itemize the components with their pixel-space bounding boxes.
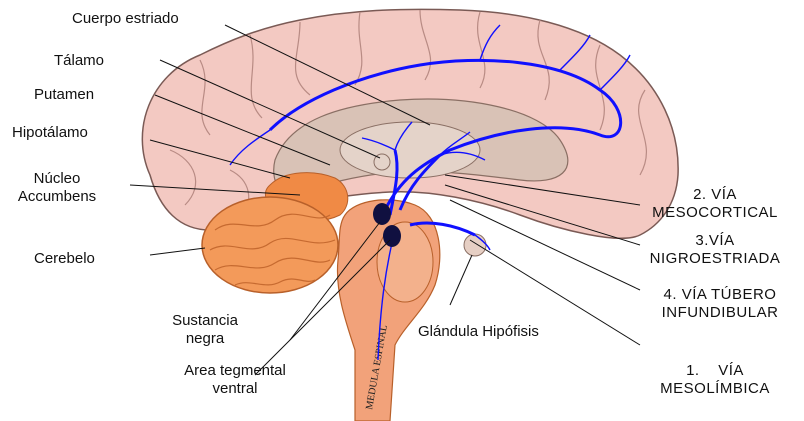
label-cuerpo-estriado: Cuerpo estriado [72, 10, 179, 28]
via1-line2: MESOLÍMBICA [640, 380, 790, 398]
label-sustancia-negra: Sustancia negra [160, 312, 250, 348]
label-talamo: Tálamo [54, 52, 104, 70]
label-sustancia-line1: Sustancia [160, 312, 250, 330]
label-accumbens-line2: Accumbens [8, 188, 106, 206]
label-via-mesolimbica: 1. VÍA MESOLÍMBICA [640, 362, 790, 398]
label-via-nigroestriada: 3.VÍA NIGROESTRIADA [640, 232, 790, 268]
label-via-tubero-infundibular: 4. VÍA TÚBERO INFUNDIBULAR [640, 286, 800, 322]
label-ventral-line2: ventral [160, 380, 310, 398]
via4-line2: INFUNDIBULAR [640, 304, 800, 322]
label-via-mesocortical: 2. VÍA MESOCORTICAL [640, 186, 790, 222]
label-nucleo-line1: Núcleo [8, 170, 106, 188]
label-putamen: Putamen [34, 86, 94, 104]
label-hipotalamo: Hipotálamo [12, 124, 88, 142]
label-cerebelo: Cerebelo [34, 250, 95, 268]
label-nucleo-accumbens: Núcleo Accumbens [8, 170, 106, 206]
via3-line1: 3.VÍA [640, 232, 790, 250]
via1-line1: 1. VÍA [640, 362, 790, 380]
pituitary-gland [464, 234, 486, 256]
cerebellum [202, 197, 338, 293]
label-negra-line2: negra [160, 330, 250, 348]
via4-line1: 4. VÍA TÚBERO [640, 286, 800, 304]
via3-line2: NIGROESTRIADA [640, 250, 790, 268]
via2-line2: MESOCORTICAL [640, 204, 790, 222]
label-glandula-hipofisis: Glándula Hipófisis [418, 323, 539, 341]
substantia-nigra-nucleus [373, 203, 391, 225]
label-area-tegmental-ventral: Area tegmental ventral [160, 362, 310, 398]
via2-line1: 2. VÍA [640, 186, 790, 204]
label-area-tegmental-line1: Area tegmental [160, 362, 310, 380]
